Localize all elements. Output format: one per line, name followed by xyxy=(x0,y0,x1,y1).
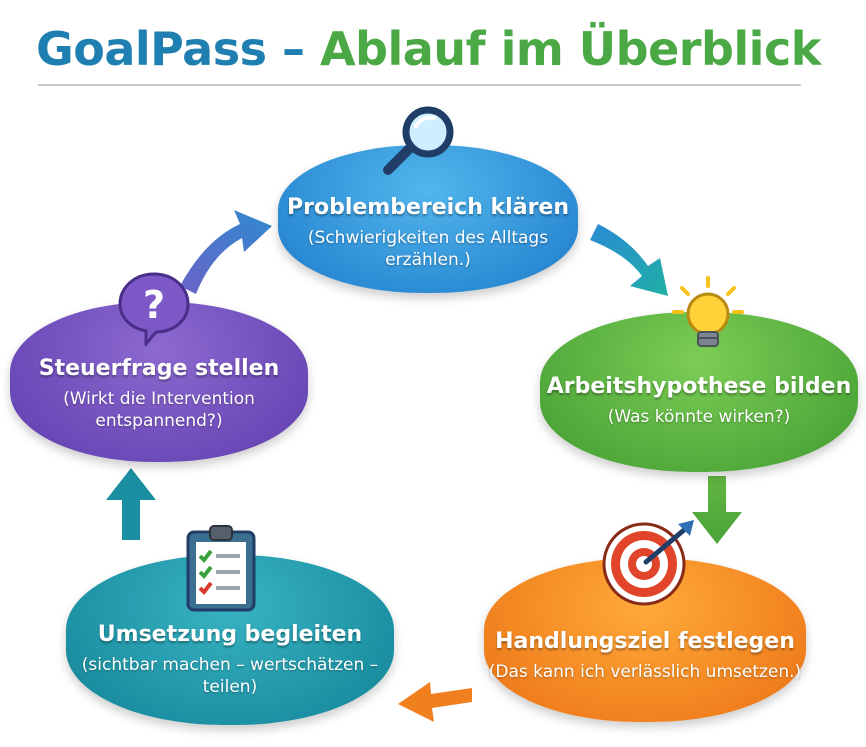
step-detail: (Schwierigkeiten des Alltags erzählen.) xyxy=(308,227,548,271)
question-bubble-icon: ? xyxy=(118,272,190,346)
clipboard-checklist-icon xyxy=(186,525,256,612)
lightbulb-icon xyxy=(672,276,744,347)
step-detail-line: entspannend?) xyxy=(95,411,223,432)
step-label: Umsetzung begleiten xyxy=(97,621,363,647)
arrow-step5-to-step1 xyxy=(180,210,272,294)
title-dash: – xyxy=(266,22,320,76)
step-detail-line: (Was könnte wirken?) xyxy=(607,407,791,428)
step-detail-line: teilen) xyxy=(202,677,258,698)
magnifier-icon xyxy=(383,106,454,175)
step-problembereich: Problembereich klären (Schwierigkeiten d… xyxy=(278,145,578,293)
step-label: Handlungsziel festlegen xyxy=(495,628,795,654)
arrow-step4-to-step5 xyxy=(106,468,156,540)
step-detail-line: (Das kann ich verlässlich umsetzen.) xyxy=(488,662,802,683)
target-icon xyxy=(602,520,694,606)
step-detail-line: (Schwierigkeiten des Alltags xyxy=(307,228,549,249)
step-detail: (Was könnte wirken?) xyxy=(608,406,791,428)
svg-text:?: ? xyxy=(143,283,165,327)
title-goalpass: GoalPass xyxy=(36,22,267,76)
step-detail: (Wirkt die Intervention entspannend?) xyxy=(63,388,255,432)
step-label: Problembereich klären xyxy=(286,194,569,220)
step-detail-line: erzählen.) xyxy=(385,250,471,271)
arrow-step1-to-step2 xyxy=(590,224,668,296)
step-detail: (Das kann ich verlässlich umsetzen.) xyxy=(489,661,801,683)
title-subtitle: Ablauf im Überblick xyxy=(319,22,821,76)
step-detail-line: (sichtbar machen – wertschätzen – xyxy=(81,655,379,676)
arrow-step2-to-step3 xyxy=(692,476,742,544)
title-divider xyxy=(38,84,801,86)
step-detail-line: (Wirkt die Intervention xyxy=(63,389,255,410)
step-label: Arbeitshypothese bilden xyxy=(546,373,852,399)
step-label: Steuerfrage stellen xyxy=(38,355,280,381)
page-title: GoalPass – Ablauf im Überblick xyxy=(36,22,821,76)
arrow-step3-to-step4 xyxy=(398,682,472,722)
step-detail: (sichtbar machen – wertschätzen – teilen… xyxy=(82,654,378,698)
